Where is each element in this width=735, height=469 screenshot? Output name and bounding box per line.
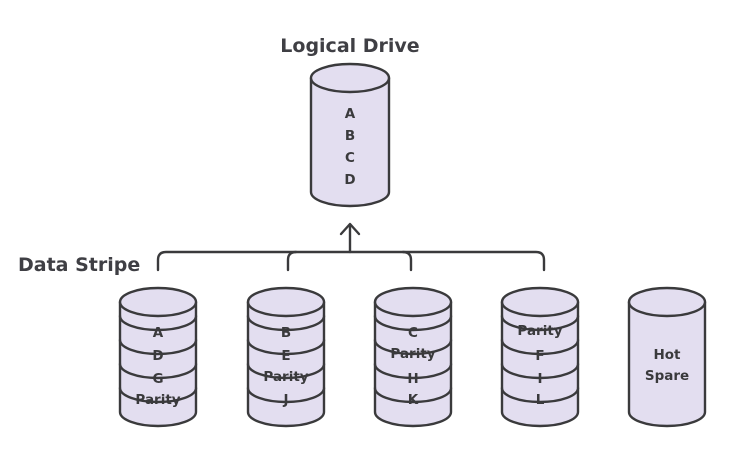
disk-block: A xyxy=(153,325,164,341)
disk-2: B E Parity J xyxy=(246,286,326,428)
disk-block: F xyxy=(535,348,544,364)
logical-drive-block: B xyxy=(345,128,355,144)
disk-block: Parity xyxy=(135,392,180,408)
disk-block: L xyxy=(536,392,545,408)
logical-drive-title: Logical Drive xyxy=(280,35,419,57)
hot-spare-disk: Hot Spare xyxy=(627,286,707,428)
disk-block: H xyxy=(407,371,418,387)
disk-block: Parity xyxy=(517,323,562,339)
disk-4: Parity F I L xyxy=(500,286,580,428)
arrow-up-icon xyxy=(339,222,361,236)
disk-block: G xyxy=(152,371,163,387)
logical-drive-cylinder: A B C D xyxy=(309,62,391,208)
disk-3: C Parity H K xyxy=(373,286,453,428)
disk-block: I xyxy=(537,371,542,387)
disk-1: A D G Parity xyxy=(118,286,198,428)
disk-block: C xyxy=(408,325,418,341)
disk-block: Parity xyxy=(390,346,435,362)
hot-spare-label: Hot xyxy=(653,347,681,363)
logical-drive-block: A xyxy=(345,106,356,122)
disk-block: K xyxy=(408,392,419,408)
disk-block: E xyxy=(281,348,290,364)
stripe-connector xyxy=(156,222,546,272)
disk-block: B xyxy=(281,325,291,341)
data-stripe-label: Data Stripe xyxy=(18,254,140,276)
disk-block: J xyxy=(282,392,288,408)
disk-block: D xyxy=(152,348,163,364)
logical-drive-block: D xyxy=(344,172,355,188)
logical-drive-block: C xyxy=(345,150,355,166)
disk-block: Parity xyxy=(263,369,308,385)
hot-spare-label: Spare xyxy=(645,368,689,384)
